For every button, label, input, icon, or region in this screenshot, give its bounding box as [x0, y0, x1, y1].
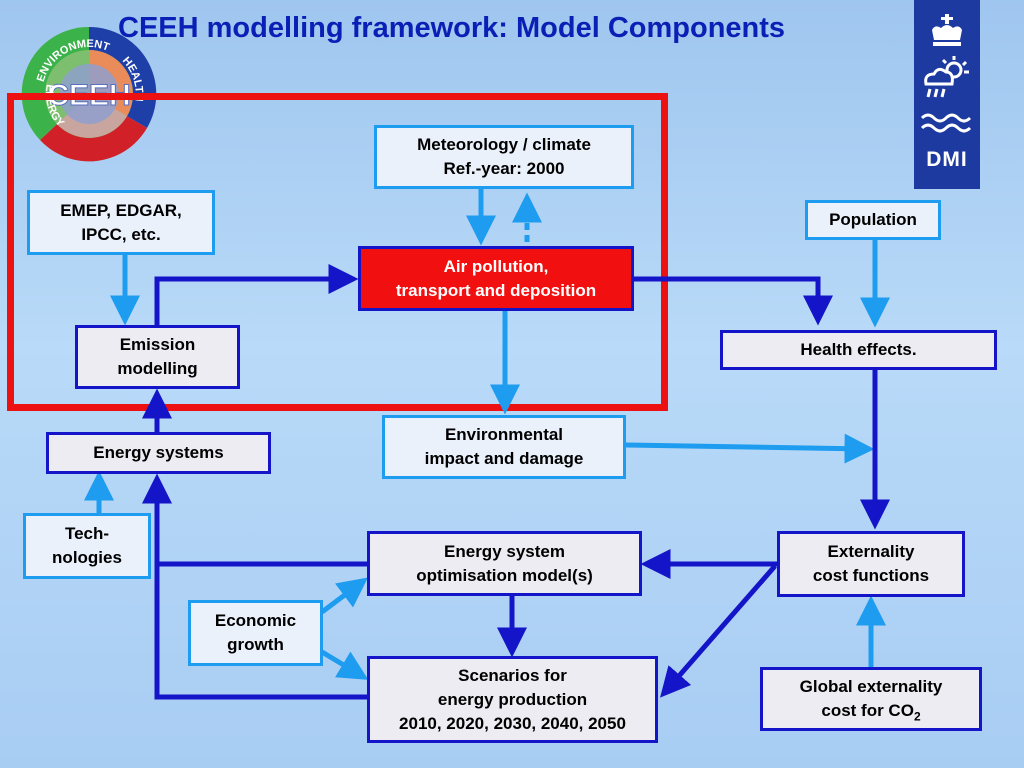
emep-line-2: IPCC, etc.	[81, 224, 161, 244]
global-line-2: cost for CO2	[821, 699, 920, 723]
economic-line-2: growth	[227, 635, 284, 654]
air-pollution-box: Air pollution, transport and deposition	[358, 246, 634, 311]
scenarios-line-2: energy production	[437, 689, 588, 709]
global-line-2-text: cost for CO	[821, 701, 914, 720]
technologies-line-1: Tech-	[64, 524, 110, 543]
weather-icon	[924, 56, 969, 98]
emission-line-2: modelling	[117, 359, 198, 378]
arrow-environmental-to-health-line	[625, 433, 875, 464]
environmental-line-1: Environmental	[444, 425, 564, 444]
ceeh-logo: CEEH ENVIRONMENT HEALTH ENERGY	[20, 25, 158, 163]
waves-icon	[920, 113, 972, 133]
dmi-logo: DMI	[914, 0, 980, 189]
economic-line-1: Economic	[214, 611, 297, 630]
externality-line-1: Externality	[827, 542, 915, 561]
meteorology-box: Meteorology / climate Ref.-year: 2000	[374, 125, 634, 189]
emep-line-1: EMEP, EDGAR,	[60, 200, 182, 220]
scenarios-line-1: Scenarios for	[458, 665, 567, 685]
highlight-frame	[7, 93, 668, 411]
scenarios-box: Scenarios for energy production 2010, 20…	[367, 656, 658, 743]
global-line-1: Global externality	[799, 677, 943, 696]
environmental-box: Environmental impact and damage	[382, 415, 626, 479]
energy-systems-label: Energy systems	[93, 443, 224, 462]
emission-line-1: Emission	[119, 335, 196, 354]
optimisation-box: Energy system optimisation model(s)	[367, 531, 642, 596]
arrow-scenarios-to-energy	[154, 564, 367, 700]
page-title: CEEH modelling framework: Model Componen…	[118, 12, 786, 44]
air-pollution-line-2: transport and deposition	[395, 280, 597, 300]
arrow-economic-to-optimisation	[320, 577, 368, 614]
arrow-externality-to-scenarios	[660, 564, 777, 698]
emission-box: Emission modelling	[75, 325, 240, 389]
economic-growth-box: Economic growth	[188, 600, 323, 666]
meteorology-line-2: Ref.-year: 2000	[443, 159, 565, 178]
externality-line-2: cost functions	[812, 566, 930, 585]
technologies-box: Tech- nologies	[23, 513, 151, 579]
population-label: Population	[829, 210, 917, 229]
technologies-line-2: nologies	[52, 548, 122, 567]
arrow-economic-to-scenarios	[320, 649, 369, 680]
meteorology-line-1: Meteorology / climate	[417, 135, 591, 154]
population-box: Population	[805, 200, 941, 240]
health-effects-box: Health effects.	[720, 330, 997, 370]
environmental-line-2: impact and damage	[424, 449, 584, 468]
global-externality-box: Global externality cost for CO2	[760, 667, 982, 731]
energy-systems-box: Energy systems	[46, 432, 271, 474]
emep-box: EMEP, EDGAR, IPCC, etc.	[27, 190, 215, 255]
co2-subscript: 2	[913, 709, 921, 724]
air-pollution-line-1: Air pollution,	[443, 256, 549, 276]
health-effects-label: Health effects.	[800, 340, 917, 359]
dmi-text: DMI	[926, 148, 968, 171]
arrow-air-to-health	[633, 276, 833, 326]
optimisation-line-1: Energy system	[444, 541, 565, 561]
crown-icon	[932, 14, 962, 46]
optimisation-line-2: optimisation model(s)	[416, 565, 593, 585]
scenarios-line-3: 2010, 2020, 2030, 2040, 2050	[399, 713, 626, 733]
arrow-optimisation-to-energy	[142, 473, 367, 567]
externality-box: Externality cost functions	[777, 531, 965, 597]
arrow-emission-to-air	[154, 264, 359, 325]
